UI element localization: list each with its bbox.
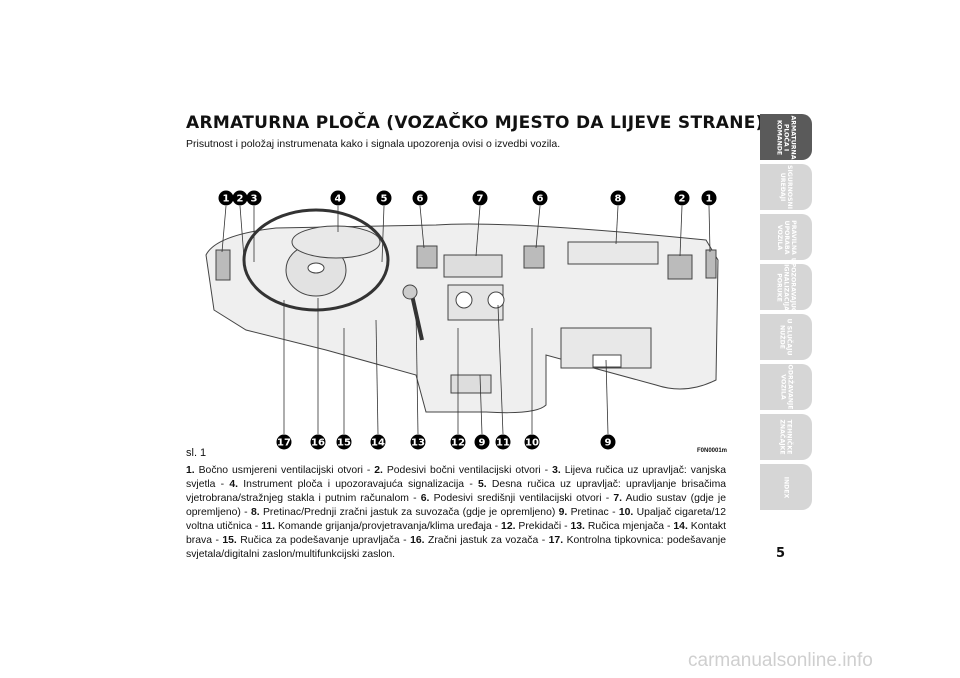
svg-text:10: 10	[525, 438, 539, 449]
legend-text: Prekidači -	[515, 521, 571, 532]
callout-15: 15	[336, 434, 352, 450]
page-number: 5	[776, 546, 786, 561]
legend-number: 8.	[250, 507, 260, 518]
legend-text: Komande grijanja/provjetravanja/klima ur…	[275, 521, 502, 532]
svg-text:17: 17	[277, 438, 291, 449]
legend-number: 2.	[374, 465, 383, 476]
svg-text:13: 13	[411, 438, 425, 449]
tab-pravilna-uporaba[interactable]: PRAVILNA UPORABA VOZILA	[760, 214, 812, 260]
callout-8: 8	[610, 190, 626, 206]
tab-u-slucaju-nuzde[interactable]: U SLUČAJU NUŽDE	[760, 314, 812, 360]
callout-16: 16	[310, 434, 326, 450]
tab-index[interactable]: INDEX	[760, 464, 812, 510]
legend-text: Kontrolna tipkovnica: podešavanje svjeta…	[186, 535, 726, 560]
legend-number: 6.	[420, 493, 430, 504]
svg-text:7: 7	[477, 194, 484, 205]
callout-11: 11	[495, 434, 511, 450]
legend-text: Audio sustav (gdje je opremljeno) -	[186, 493, 726, 518]
figure-code: F0N0001m	[697, 448, 728, 454]
legend-number: 11.	[261, 521, 276, 532]
svg-text:6: 6	[537, 194, 544, 205]
callout-2b: 2	[674, 190, 690, 206]
svg-text:1: 1	[223, 194, 230, 205]
svg-text:12: 12	[451, 438, 465, 449]
legend-text: Lijeva ručica uz upravljač: vanjska svje…	[186, 465, 726, 490]
legend-number: 15.	[222, 535, 237, 546]
svg-text:1: 1	[706, 194, 713, 205]
legend-number: 14.	[673, 521, 688, 532]
callout-9: 9	[474, 434, 490, 450]
page-title: ARMATURNA PLOČA (VOZAČKO MJESTO DA LIJEV…	[186, 113, 764, 133]
callout-6: 6	[412, 190, 428, 206]
legend-number: 9.	[558, 507, 568, 518]
legend-text: Zračni jastuk za vozača -	[424, 535, 549, 546]
svg-text:2: 2	[237, 194, 244, 205]
callout-3: 3	[246, 190, 262, 206]
legend-text: Ručica za podešavanje upravljača -	[236, 535, 411, 546]
legend-number: 1.	[186, 465, 195, 476]
legend-number: 16.	[410, 535, 425, 546]
figure-caption: sl. 1	[186, 447, 207, 459]
chapter-tabs: ARMATURNA PLOČA I KOMANDE SIGURNOSNI URE…	[760, 114, 812, 514]
svg-text:16: 16	[311, 438, 325, 449]
callout-1b: 1	[701, 190, 717, 206]
legend-number: 5.	[478, 479, 487, 490]
svg-text:6: 6	[417, 194, 424, 205]
callout-14: 14	[370, 434, 386, 450]
callout-12: 12	[450, 434, 466, 450]
legend-number: 13.	[570, 521, 585, 532]
page-subtitle: Prisutnost i položaj instrumenata kako i…	[186, 138, 561, 150]
legend-text: Podesivi bočni ventilacijski otvori -	[382, 465, 553, 476]
figure-legend: 1. Bočno usmjereni ventilacijski otvori …	[186, 464, 726, 562]
legend-number: 7.	[613, 493, 623, 504]
tab-upozoravajuca-signalizacija[interactable]: UPOZORAVAJUĆA SIGNALIZACIJA I PORUKE	[760, 257, 812, 317]
callout-13: 13	[410, 434, 426, 450]
legend-text: Desna ručica uz upravljač: upravljanje b…	[186, 479, 727, 504]
callout-7: 7	[472, 190, 488, 206]
legend-number: 4.	[229, 479, 239, 490]
svg-text:9: 9	[479, 438, 486, 449]
svg-text:4: 4	[335, 194, 342, 205]
callout-9b: 9	[600, 434, 616, 450]
callouts-bottom: 17 16 15 14 13 12 9 11 10 9	[276, 434, 616, 450]
svg-text:14: 14	[371, 438, 385, 449]
legend-text: Ručica mjenjača -	[584, 521, 674, 532]
callout-leaders-top	[221, 205, 711, 263]
svg-text:5: 5	[381, 194, 388, 205]
svg-text:11: 11	[496, 438, 510, 449]
legend-number: 17.	[548, 535, 564, 546]
callout-17: 17	[276, 434, 292, 450]
legend-text: Pretinac -	[567, 507, 619, 518]
legend-text: Pretinac/Prednji zračni jastuk za suvoza…	[259, 507, 559, 518]
callout-2: 2	[232, 190, 248, 206]
svg-text:9: 9	[605, 438, 612, 449]
legend-text: Bočno usmjereni ventilacijski otvori -	[194, 465, 375, 476]
legend-number: 10.	[618, 507, 634, 518]
svg-text:2: 2	[679, 194, 686, 205]
legend-text: Upaljač cigareta/12 voltna utičnica -	[186, 507, 726, 532]
svg-text:8: 8	[615, 194, 622, 205]
tab-odrzavanje-vozila[interactable]: ODRŽAVANJE VOZILA	[760, 364, 812, 410]
tab-tehnicke-znacajke[interactable]: TEHNIČKE ZNAČAJKE	[760, 414, 812, 460]
legend-text: Podesivi središnji ventilacijski otvori …	[429, 493, 614, 504]
legend-number: 12.	[501, 521, 516, 532]
callout-4: 4	[330, 190, 346, 206]
callout-10: 10	[524, 434, 540, 450]
dashboard-drawing	[205, 208, 719, 414]
callout-1: 1	[218, 190, 234, 206]
tab-armaturna-ploca[interactable]: ARMATURNA PLOČA I KOMANDE	[760, 114, 812, 160]
callout-leaders-bottom	[283, 298, 609, 435]
tab-sigurnosni-uredaji[interactable]: SIGURNOSNI UREĐAJI	[760, 164, 812, 210]
callout-5: 5	[376, 190, 392, 206]
svg-text:3: 3	[251, 194, 258, 205]
svg-text:15: 15	[337, 438, 351, 449]
watermark: carmanualsonline.info	[688, 650, 873, 671]
legend-number: 3.	[552, 465, 561, 476]
callouts-top: 1 2 3 4 5 6 7 6 8 2 1	[218, 190, 717, 206]
legend-text: Kontakt brava -	[186, 521, 726, 546]
dashboard-illustration: 1 2 3 4 5 6 7 6 8 2 1 17 16 15 14 13 12 …	[205, 190, 719, 450]
legend-text: Instrument ploča i upozoravajuća signali…	[238, 479, 479, 490]
callout-6b: 6	[532, 190, 548, 206]
